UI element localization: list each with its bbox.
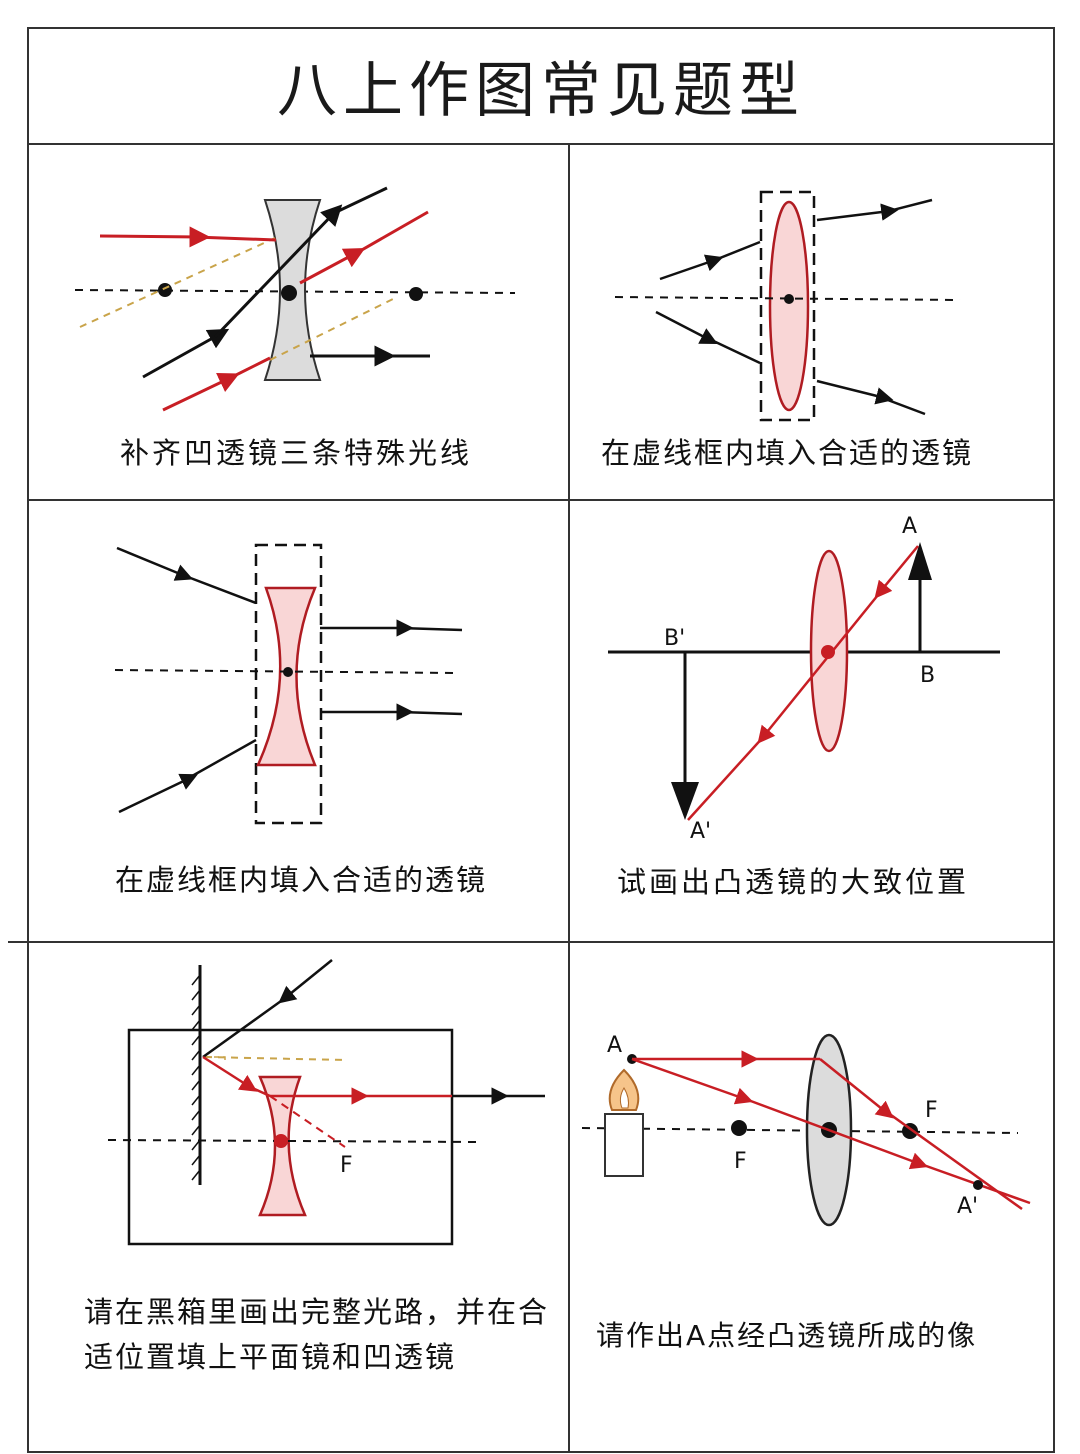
- panel-2-caption: 在虚线框内填入合适的透镜: [601, 436, 973, 470]
- dashed-box: [759, 190, 816, 422]
- extension-line: [269, 297, 396, 361]
- panel-4-diagram: [608, 542, 1000, 821]
- focus-right: [409, 287, 423, 301]
- panel-5-diagram: [107, 959, 545, 1246]
- label-B: B: [920, 663, 935, 688]
- panel-3-caption: 在虚线框内填入合适的透镜: [115, 863, 487, 897]
- principal-axis: [74, 289, 516, 294]
- label-A-prime: A': [690, 819, 711, 844]
- focus-left: [731, 1120, 747, 1136]
- label-F-left: F: [734, 1149, 747, 1174]
- convex-lens: [768, 200, 810, 412]
- label-A-prime: A': [957, 1194, 978, 1219]
- extension-line: [79, 237, 276, 328]
- label-B-prime: B': [664, 626, 685, 651]
- label-F-right: F: [925, 1098, 938, 1123]
- label-A: A: [607, 1033, 622, 1058]
- label-F: F: [340, 1153, 353, 1178]
- panel-5-caption: 请在黑箱里画出完整光路，并在合适位置填上平面镜和凹透镜: [84, 1295, 550, 1374]
- optical-center: [281, 285, 297, 301]
- panel-1-diagram: [74, 186, 516, 412]
- grid-frame: [8, 27, 1055, 1453]
- panel-3-diagram: [114, 543, 463, 825]
- panel-4-caption: 试画出凸透镜的大致位置: [617, 865, 969, 899]
- panel-1-caption: 补齐凹透镜三条特殊光线: [120, 436, 472, 470]
- panel-2-diagram: [614, 190, 961, 422]
- focus-left: [158, 283, 172, 297]
- page-title: 八上作图常见题型: [277, 55, 805, 126]
- panel-6-diagram: [581, 1033, 1031, 1227]
- candle: [604, 1113, 644, 1177]
- label-A: A: [902, 514, 917, 539]
- black-box: [127, 1028, 454, 1246]
- panel-6-caption: 请作出A点经凸透镜所成的像: [596, 1319, 977, 1352]
